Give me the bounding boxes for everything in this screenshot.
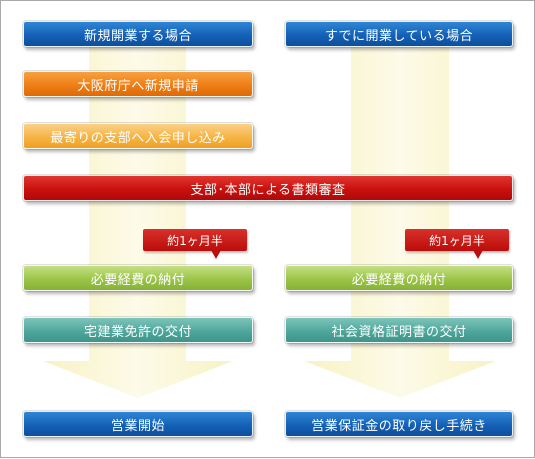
new-business-start-label: 新規開業する場合 (83, 28, 192, 44)
new-business-start-box: 新規開業する場合 (22, 20, 254, 48)
existing-business-start-label: すでに開業している場合 (324, 28, 474, 44)
deposit-recovery-box: 営業保証金の取り戻し手続き (284, 410, 514, 438)
left-fees-box: 必要経費の納付 (22, 264, 254, 292)
license-issue-box: 宅建業免許の交付 (22, 316, 254, 344)
left-duration-label: 約1ヶ月半 (167, 233, 223, 248)
right-badge-pointer (473, 250, 483, 259)
document-review-label: 支部･本部による書類審査 (190, 182, 346, 198)
right-flow-arrow (304, 45, 496, 398)
license-issue-label: 宅建業免許の交付 (83, 324, 192, 340)
branch-membership-label: 最寄りの支部へ入会申し込み (50, 130, 226, 146)
business-start-label: 営業開始 (110, 418, 165, 434)
business-start-box: 営業開始 (22, 410, 254, 438)
branch-membership-box: 最寄りの支部へ入会申し込み (22, 122, 254, 150)
left-fees-label: 必要経費の納付 (90, 272, 186, 288)
deposit-recovery-label: 営業保証金の取り戻し手続き (311, 418, 487, 434)
prefecture-application-box: 大阪府庁へ新規申請 (22, 70, 254, 98)
certificate-issue-label: 社会資格証明書の交付 (331, 324, 467, 340)
left-badge-pointer (211, 250, 221, 259)
prefecture-application-label: 大阪府庁へ新規申請 (77, 78, 199, 94)
document-review-box: 支部･本部による書類審査 (22, 174, 514, 202)
right-duration-label: 約1ヶ月半 (429, 233, 485, 248)
right-fees-label: 必要経費の納付 (351, 272, 447, 288)
left-flow-arrow (43, 45, 233, 398)
right-duration-badge: 約1ヶ月半 (405, 229, 509, 259)
left-duration-badge: 約1ヶ月半 (143, 229, 247, 259)
right-fees-box: 必要経費の納付 (284, 264, 514, 292)
certificate-issue-box: 社会資格証明書の交付 (284, 316, 514, 344)
existing-business-start-box: すでに開業している場合 (284, 20, 514, 48)
